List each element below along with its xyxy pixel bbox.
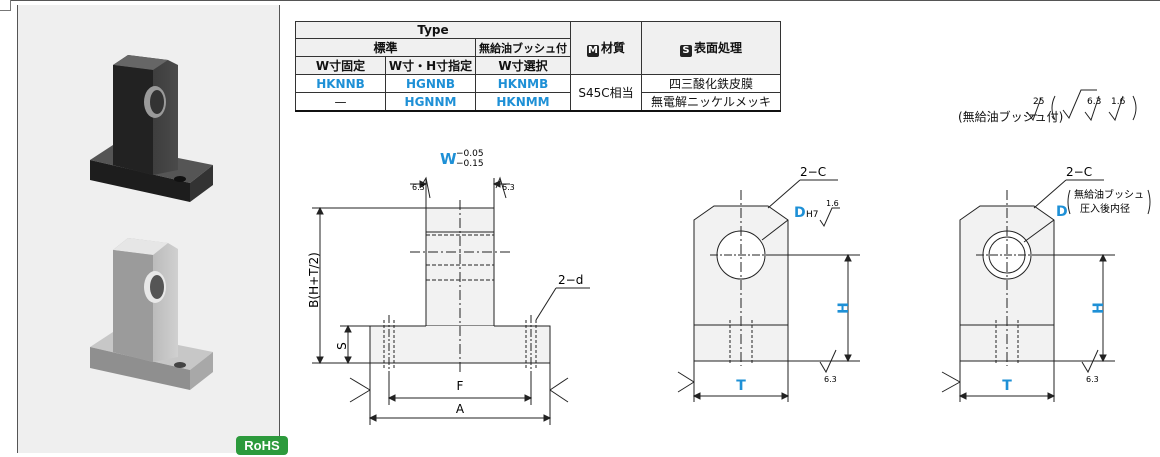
t-label-3: T xyxy=(1002,378,1012,394)
bush-note-1: 無給油ブッシュ xyxy=(1074,188,1144,201)
surface-cell-1: 四三酸化鉄皮膜 xyxy=(641,74,781,93)
bush-note-2: 圧入後内径 xyxy=(1080,202,1130,215)
cell-r2c1: — xyxy=(295,92,386,112)
product-photo-panel: RoHS xyxy=(17,5,288,455)
bush-header: 無給油ブッシュ付 xyxy=(475,38,571,57)
type-header: Type xyxy=(295,21,571,39)
surface-cell-2: 無電解ニッケルメッキ xyxy=(641,92,781,112)
t-label-2: T xyxy=(736,378,746,394)
cell-r2c2: HGNNM xyxy=(385,92,476,112)
rough-3: 6.3 xyxy=(1086,375,1099,384)
cell-r1c3: HKNMB xyxy=(475,74,571,93)
d-tol-2: H7 xyxy=(806,210,819,220)
b-label: B(H+T/2) xyxy=(307,252,321,308)
drawing-front-view: W −0.05 −0.15 6.3 6.3 B(H+T/2) S 2−d F A xyxy=(307,149,590,425)
roughness-a: 6.3 xyxy=(1087,97,1101,107)
roughness-main: 25 xyxy=(1033,97,1044,107)
h-label-3: H xyxy=(1091,302,1107,314)
std-header: 標準 xyxy=(295,38,476,57)
top-border xyxy=(0,0,1160,1)
w-rough-left: 6.3 xyxy=(412,183,425,192)
table-row: HKNNB HGNNB HKNMB S45C相当 四三酸化鉄皮膜 xyxy=(295,74,781,112)
d-rough-2: 1.6 xyxy=(826,199,839,208)
cell-r1c2: HGNNB xyxy=(385,74,476,93)
table-row: — HGNNM HKNMM 無電解ニッケルメッキ xyxy=(295,92,781,112)
drawing-bush-view: 2−C D 無給油ブッシュ 圧入後内径 H T 6.3 xyxy=(941,165,1151,402)
surface-marker: S xyxy=(679,45,692,57)
rough-2: 6.3 xyxy=(824,375,837,384)
c-label-3: 2−C xyxy=(1066,165,1092,179)
col1-header: W寸固定 xyxy=(295,56,386,75)
table-row: W寸固定 W寸・H寸指定 W寸選択 xyxy=(295,56,781,75)
material-cell: S45C相当 xyxy=(570,74,642,112)
surface-header-text: 表面処理 xyxy=(693,41,742,55)
bush-note: (無給油ブッシュ付) xyxy=(958,110,1064,124)
f-label: F xyxy=(457,379,464,393)
col3-header: W寸選択 xyxy=(475,56,571,75)
d-label-2: D xyxy=(794,205,806,221)
rohs-badge: RoHS xyxy=(236,436,288,455)
roughness-b: 1.6 xyxy=(1111,97,1126,107)
h-label-2: H xyxy=(836,302,852,314)
w-rough-right: 6.3 xyxy=(502,183,515,192)
black-bracket-image xyxy=(90,55,213,202)
w-lower: −0.15 xyxy=(456,159,484,169)
col2-header: W寸・H寸指定 xyxy=(385,56,476,75)
cell-r1c1: HKNNB xyxy=(295,74,386,93)
corner-mark xyxy=(0,0,11,11)
d-label: 2−d xyxy=(558,273,583,287)
cell-r2c3: HKNMM xyxy=(475,92,571,112)
a-label: A xyxy=(456,402,465,416)
s-label: S xyxy=(335,342,349,350)
product-photo xyxy=(90,55,213,390)
w-label: W xyxy=(440,150,457,168)
material-header-text: 材質 xyxy=(600,41,625,55)
drawing-side-view: 2−C D H7 1.6 H T 6.3 xyxy=(677,165,860,402)
table-row: 標準 無給油ブッシュ付 xyxy=(295,38,781,57)
silver-bracket-image xyxy=(90,238,213,390)
roughness-symbol: 25 6.3 1.6 xyxy=(1026,89,1137,122)
w-upper: −0.05 xyxy=(456,149,484,159)
c-label-2: 2−C xyxy=(800,165,826,179)
material-marker: M xyxy=(586,45,599,57)
d-label-3: D xyxy=(1056,204,1068,220)
